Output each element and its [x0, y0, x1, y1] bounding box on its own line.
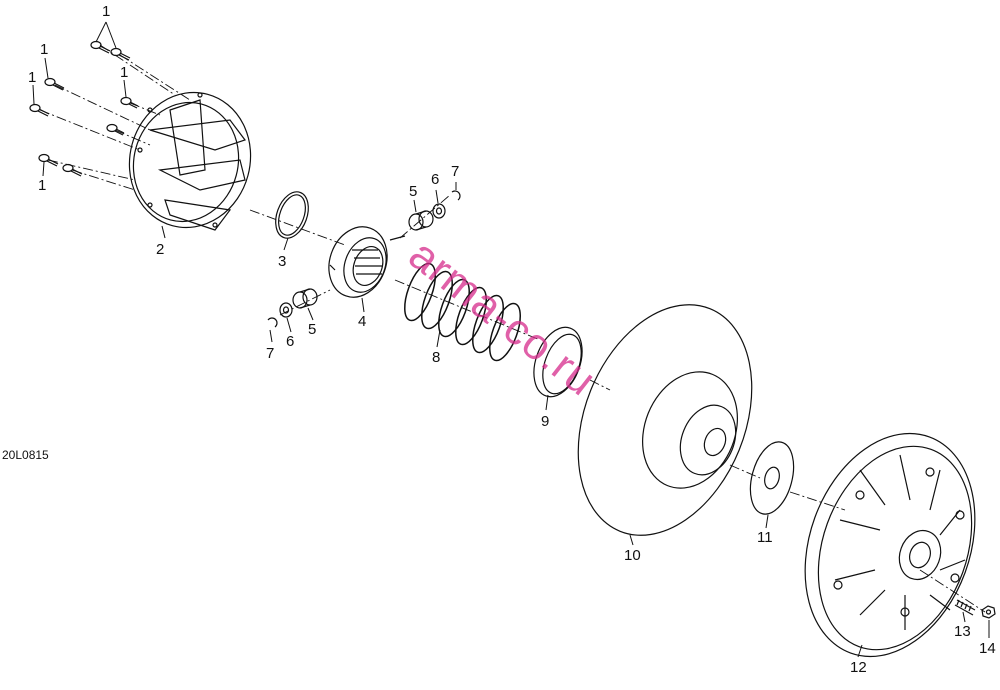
clip-item-7-bottom [267, 317, 278, 328]
fixed-sheave-item-12 [804, 432, 976, 658]
callout-14: 14 [979, 640, 996, 657]
callout-7-bottom: 7 [266, 345, 275, 362]
callout-5-bottom: 5 [308, 321, 317, 338]
callout-13: 13 [954, 623, 971, 640]
washer-item-6-top [432, 203, 446, 219]
callout-1e: 1 [38, 177, 47, 194]
roller-hub-item-4 [328, 226, 406, 298]
drawing-code: 20L0815 [2, 448, 49, 462]
roller-item-5-top [408, 210, 434, 231]
ring-item-9 [533, 326, 583, 398]
callout-3: 3 [278, 253, 287, 270]
callout-7-top: 7 [451, 163, 460, 180]
clip-item-7-top [451, 190, 461, 201]
callout-11: 11 [757, 529, 773, 546]
cover-item-2 [128, 91, 252, 231]
callout-10: 10 [624, 547, 641, 564]
callout-1c: 1 [28, 69, 37, 86]
sheave-item-10 [577, 304, 753, 536]
spring-item-8 [404, 262, 521, 362]
callout-5-top: 5 [409, 183, 418, 200]
callout-9: 9 [541, 413, 550, 430]
callout-6-bottom: 6 [286, 333, 295, 350]
screw-item-1 [29, 40, 139, 177]
callout-6-top: 6 [431, 171, 440, 188]
callout-1a: 1 [102, 3, 111, 20]
callout-1d: 1 [120, 64, 129, 81]
roller-item-5-bottom [292, 288, 318, 309]
washer-item-11 [749, 441, 795, 515]
washer-item-6-bottom [279, 302, 293, 318]
circlip-item-3 [275, 191, 309, 239]
callout-1b: 1 [40, 41, 49, 58]
callout-2: 2 [156, 241, 165, 258]
callout-4: 4 [358, 313, 367, 330]
leader-lines [32, 21, 990, 658]
callout-12: 12 [850, 659, 867, 676]
nut-item-14 [981, 605, 996, 619]
callout-8: 8 [432, 349, 441, 366]
stud-item-13 [954, 599, 976, 616]
